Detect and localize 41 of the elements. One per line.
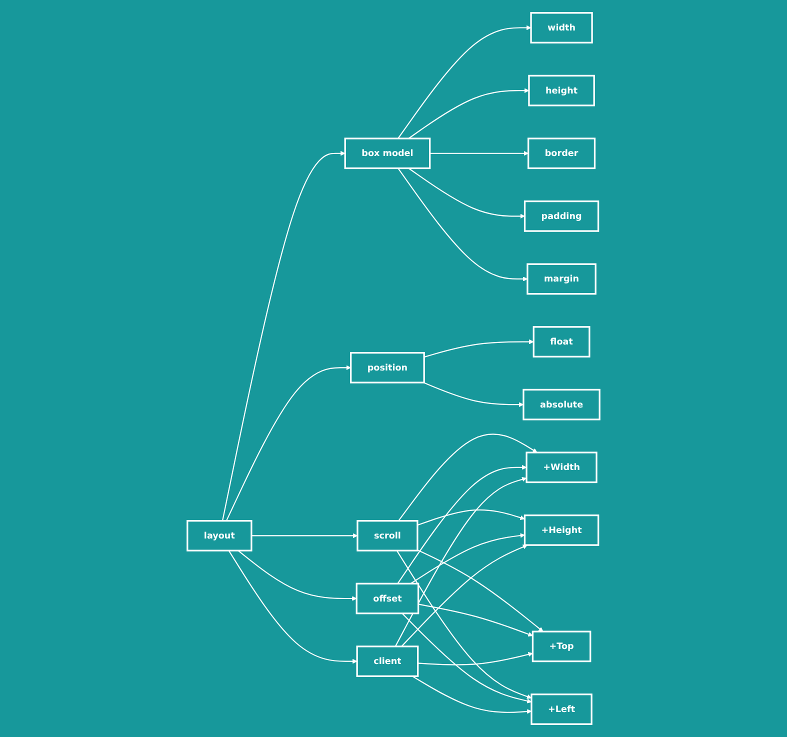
arrow (397, 464, 527, 584)
arrow (430, 150, 529, 156)
node-box: +Top (532, 630, 592, 662)
node-box: height (528, 74, 595, 106)
arrow (398, 168, 528, 282)
arrow (396, 550, 532, 699)
arrow (424, 339, 534, 358)
arrow (394, 477, 527, 647)
node-box: width (530, 12, 593, 44)
arrow (238, 550, 357, 601)
arrow (408, 88, 530, 139)
node-box: absolute (522, 388, 600, 420)
node-box: scroll (356, 520, 418, 552)
arrow (401, 544, 528, 647)
arrow (418, 604, 533, 637)
arrow (417, 509, 525, 526)
arrow (402, 613, 532, 704)
arrow (398, 434, 538, 522)
node-box: client (356, 646, 419, 678)
node-box: border (528, 138, 596, 170)
arrow (408, 168, 525, 219)
arrow (423, 382, 524, 407)
node-box: offset (356, 582, 420, 614)
arrow (410, 533, 525, 584)
arrow (222, 150, 346, 521)
node-box: box model (344, 138, 431, 170)
arrow (226, 365, 352, 522)
node-box: +Height (524, 514, 600, 546)
arrow (228, 550, 358, 664)
node-box: padding (524, 200, 600, 232)
node-box: layout (186, 520, 252, 552)
node-box: margin (526, 263, 596, 295)
node-box: +Left (530, 694, 592, 725)
node-box: position (350, 352, 425, 384)
arrow (418, 652, 533, 666)
node-box: +Width (526, 452, 598, 484)
node-box: float (532, 326, 590, 358)
arrow (251, 533, 358, 538)
arrow (398, 25, 532, 139)
arrow (412, 676, 532, 714)
arrow (417, 549, 544, 632)
